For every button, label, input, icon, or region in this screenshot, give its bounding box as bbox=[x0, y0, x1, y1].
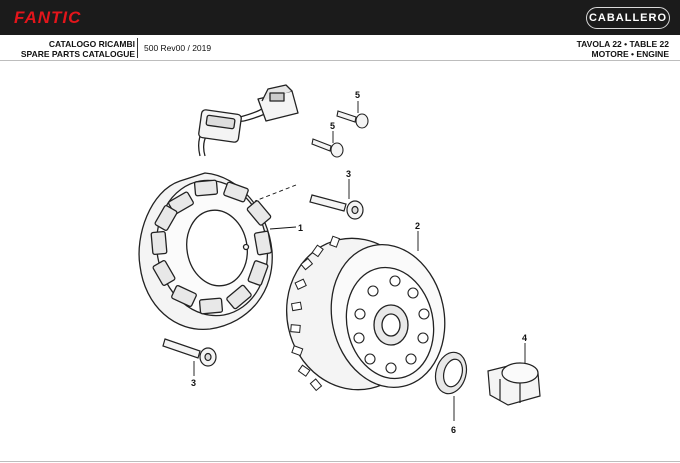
table-number: TAVOLA 22 • TABLE 22 bbox=[576, 39, 669, 49]
header-rule bbox=[0, 60, 680, 61]
callout-4: 4 bbox=[522, 333, 527, 343]
top-bar: FANTIC CABALLERO bbox=[0, 0, 680, 35]
callout-5-lower: 5 bbox=[330, 121, 335, 131]
catalog-header: CATALOGO RICAMBI SPARE PARTS CATALOGUE 5… bbox=[0, 35, 680, 60]
washer bbox=[434, 351, 468, 395]
header-divider bbox=[137, 38, 138, 58]
callout-6: 6 bbox=[451, 425, 456, 435]
bolt-upper-3 bbox=[309, 194, 364, 220]
callout-5-upper: 5 bbox=[355, 90, 360, 100]
callout-1: 1 bbox=[298, 223, 303, 233]
stator bbox=[138, 84, 299, 330]
fantic-logo: FANTIC bbox=[14, 8, 81, 26]
screw-lower-5 bbox=[311, 138, 344, 158]
bolt-lower-3 bbox=[162, 338, 217, 367]
exploded-diagram: 1 2 3 3 4 5 5 6 bbox=[138, 84, 541, 435]
leader-lines bbox=[193, 101, 526, 421]
callout-3-upper: 3 bbox=[346, 169, 351, 179]
screw-upper-5 bbox=[336, 110, 369, 129]
callout-3-lower: 3 bbox=[191, 378, 196, 388]
flywheel-rotor bbox=[285, 235, 446, 392]
catalog-title-it: CATALOGO RICAMBI bbox=[48, 39, 135, 49]
edition-label: 500 Rev00 / 2019 bbox=[144, 43, 212, 53]
table-title-block: TAVOLA 22 • TABLE 22 MOTORE • ENGINE bbox=[577, 39, 669, 59]
footer-rule bbox=[0, 461, 680, 462]
callout-2: 2 bbox=[415, 221, 420, 231]
catalog-title-block: CATALOGO RICAMBI SPARE PARTS CATALOGUE bbox=[21, 39, 135, 59]
catalog-title-en: SPARE PARTS CATALOGUE bbox=[20, 49, 135, 59]
nut bbox=[487, 362, 541, 406]
brand-wordmark: FANTIC bbox=[14, 8, 81, 26]
model-badge: CABALLERO bbox=[586, 7, 670, 29]
section-name: MOTORE • ENGINE bbox=[591, 49, 669, 59]
